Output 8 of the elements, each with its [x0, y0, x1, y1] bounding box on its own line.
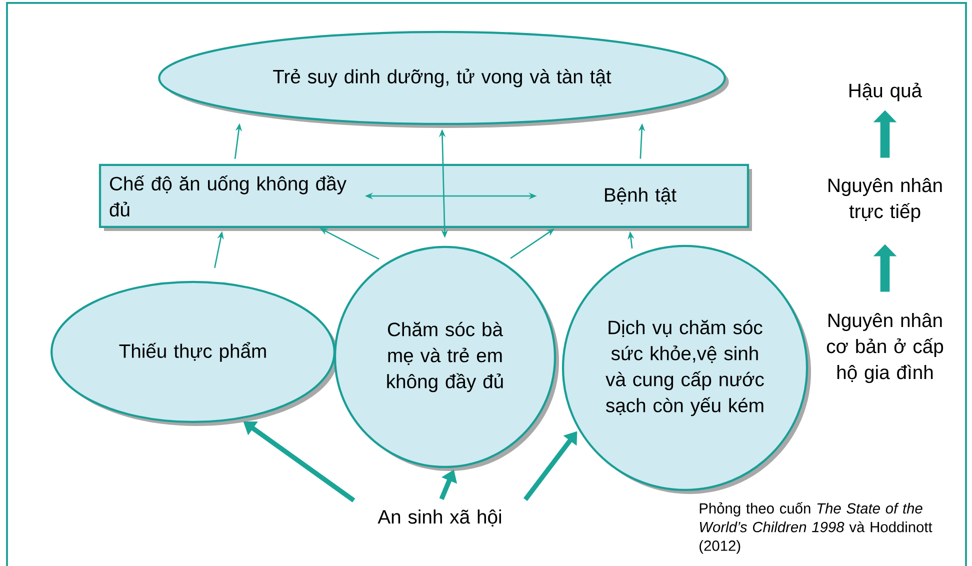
cause-band — [98, 164, 752, 231]
source-note: Phỏng theo cuốn The State of the World’s Children 1998 và Hoddinott (2012) — [700, 502, 932, 554]
level-label: Nguyên nhân trực tiếp — [828, 178, 942, 222]
level-label: Hậu quả — [850, 82, 922, 102]
cause-text: Chế độ ăn uống không đầy đủ — [110, 175, 346, 217]
cause-text: Bệnh tật — [605, 188, 676, 204]
root-cause-text: An sinh xã hội — [378, 510, 501, 526]
level-label: Nguyên nhân cơ bản ở cấp hộ gia đình — [826, 312, 944, 384]
